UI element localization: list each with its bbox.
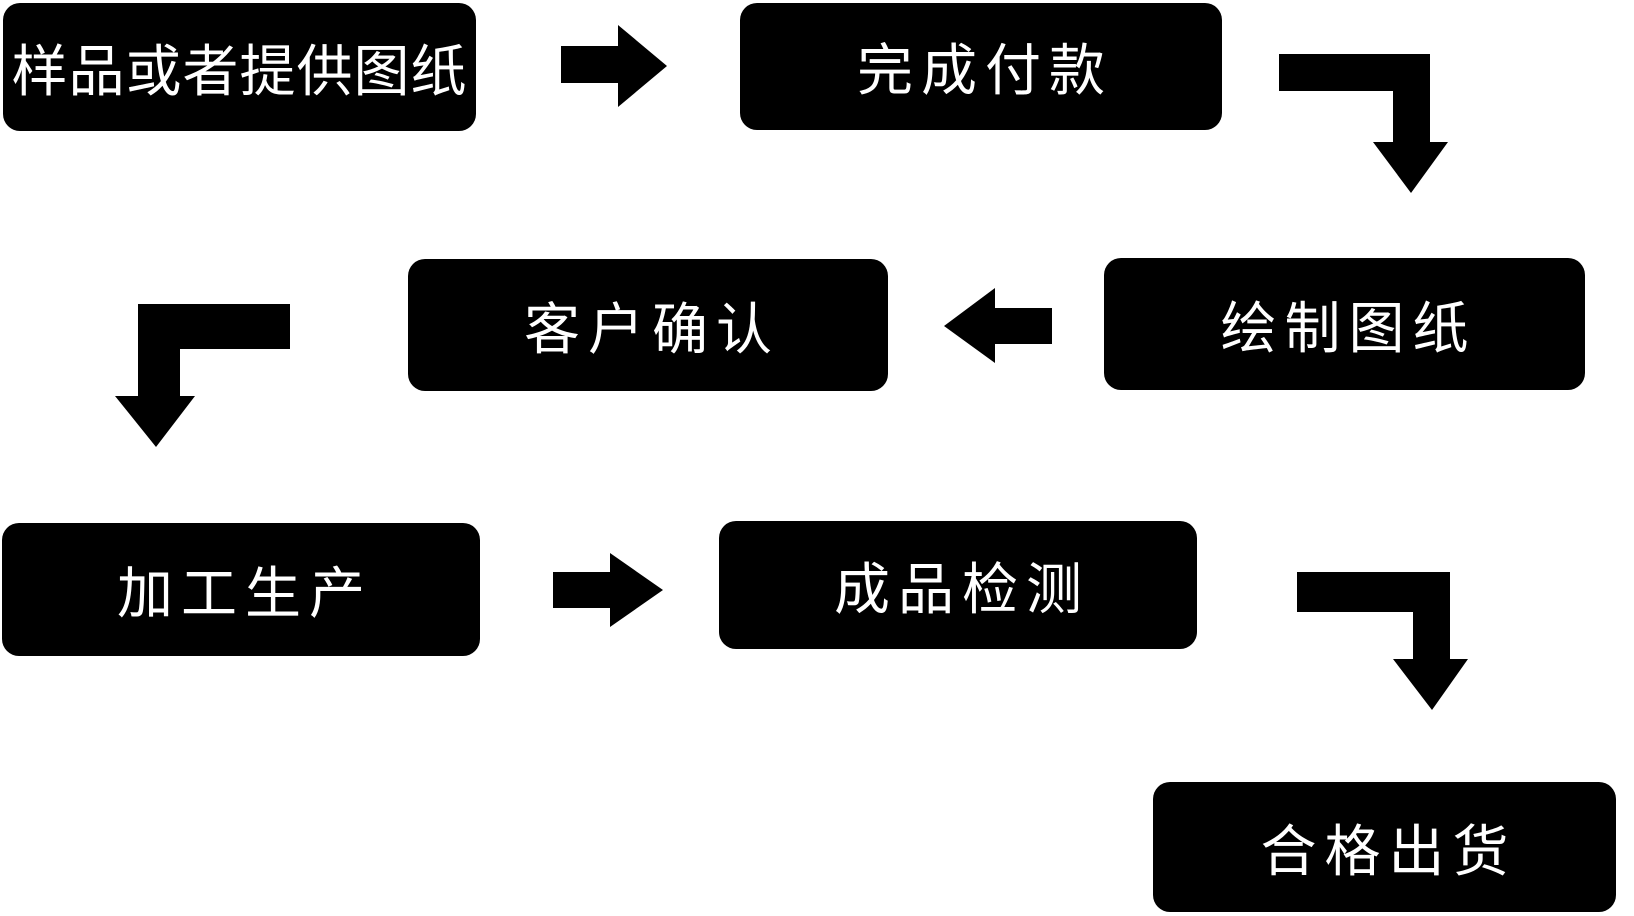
arrow-elbow-down-icon [1297, 572, 1468, 710]
arrow-right-icon [561, 25, 667, 107]
arrow-left-icon [944, 288, 1052, 363]
flow-node-product-inspection: 成品检测 [719, 521, 1197, 649]
flow-node-draw-drawings: 绘制图纸 [1104, 258, 1585, 390]
arrow-elbow-down-icon [115, 304, 290, 447]
arrow-elbow-down-icon [1279, 54, 1448, 193]
flow-node-processing-production: 加工生产 [2, 523, 480, 656]
flow-node-qualified-shipment: 合格出货 [1153, 782, 1616, 912]
arrow-right-icon [553, 553, 663, 627]
flow-node-customer-confirmation: 客户确认 [408, 259, 888, 391]
flow-node-complete-payment: 完成付款 [740, 3, 1222, 130]
flow-node-sample-or-drawings: 样品或者提供图纸 [3, 3, 476, 131]
